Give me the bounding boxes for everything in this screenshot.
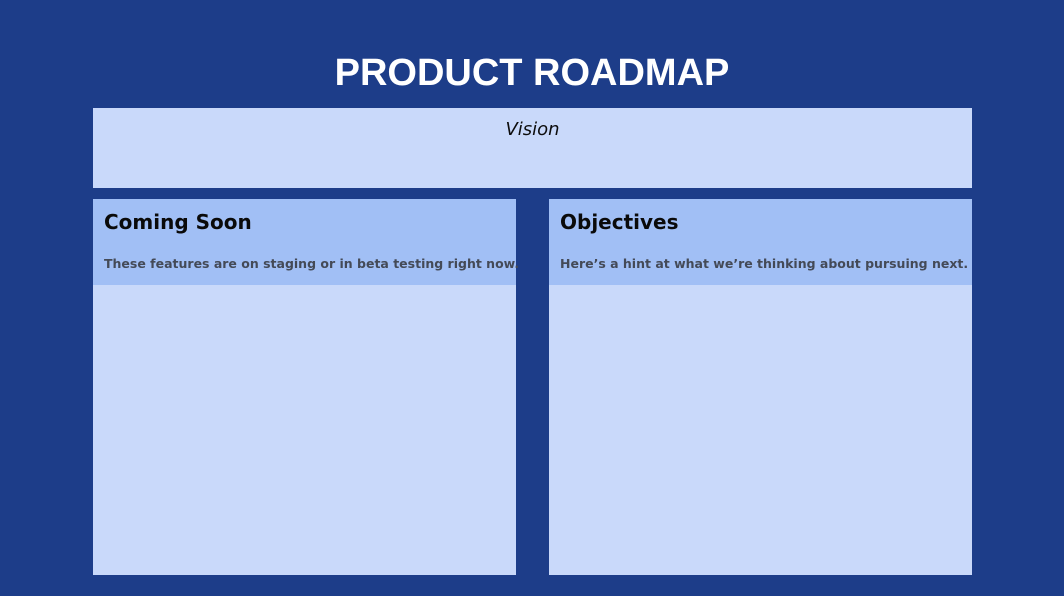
objectives-panel: Objectives Here’s a hint at what we’re t…: [549, 199, 972, 575]
objectives-title: Objectives: [560, 210, 679, 234]
coming-soon-panel: Coming Soon These features are on stagin…: [93, 199, 520, 575]
coming-soon-body[interactable]: [93, 285, 516, 575]
objectives-header: Objectives Here’s a hint at what we’re t…: [549, 199, 972, 285]
objectives-body[interactable]: [549, 285, 972, 575]
objectives-description: Here’s a hint at what we’re thinking abo…: [560, 256, 969, 271]
vision-label: Vision: [505, 119, 560, 140]
page-title: PRODUCT ROADMAP: [334, 52, 730, 94]
vision-box[interactable]: Vision: [93, 108, 972, 188]
coming-soon-header: Coming Soon These features are on stagin…: [93, 199, 520, 285]
coming-soon-description: These features are on staging or in beta…: [104, 256, 520, 271]
coming-soon-title: Coming Soon: [104, 210, 252, 234]
